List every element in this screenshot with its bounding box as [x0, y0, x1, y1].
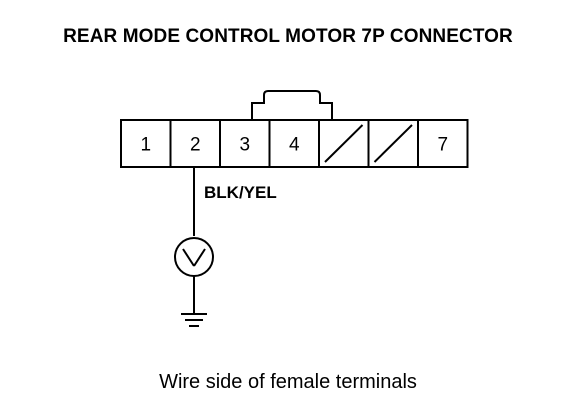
ground-icon: [181, 313, 207, 327]
connector-body: 1 2 3 4 7: [120, 119, 469, 168]
connector-pin-4: 4: [268, 119, 320, 168]
pin-number-label: 4: [289, 135, 300, 156]
connector-pin-7: 7: [417, 119, 469, 168]
unused-pin-slash: [373, 124, 413, 163]
connector-pin-3: 3: [219, 119, 271, 168]
pin-number-label: 7: [437, 135, 448, 156]
diagram-title: REAR MODE CONTROL MOTOR 7P CONNECTOR: [63, 26, 513, 47]
pin-number-label: 2: [190, 135, 201, 156]
pin-number-label: 1: [140, 135, 151, 156]
connector-pin-1: 1: [120, 119, 172, 168]
unused-pin-slash: [324, 124, 364, 163]
diagram-caption: Wire side of female terminals: [159, 371, 417, 393]
connector-pin-unused: [318, 119, 370, 168]
pin-number-label: 3: [239, 135, 250, 156]
connector-pin-2: 2: [169, 119, 221, 168]
voltmeter-icon: [174, 237, 214, 277]
connector-pin-unused: [367, 119, 419, 168]
connector-lock-tab: [251, 90, 333, 120]
wire-color-label: BLK/YEL: [204, 183, 277, 202]
